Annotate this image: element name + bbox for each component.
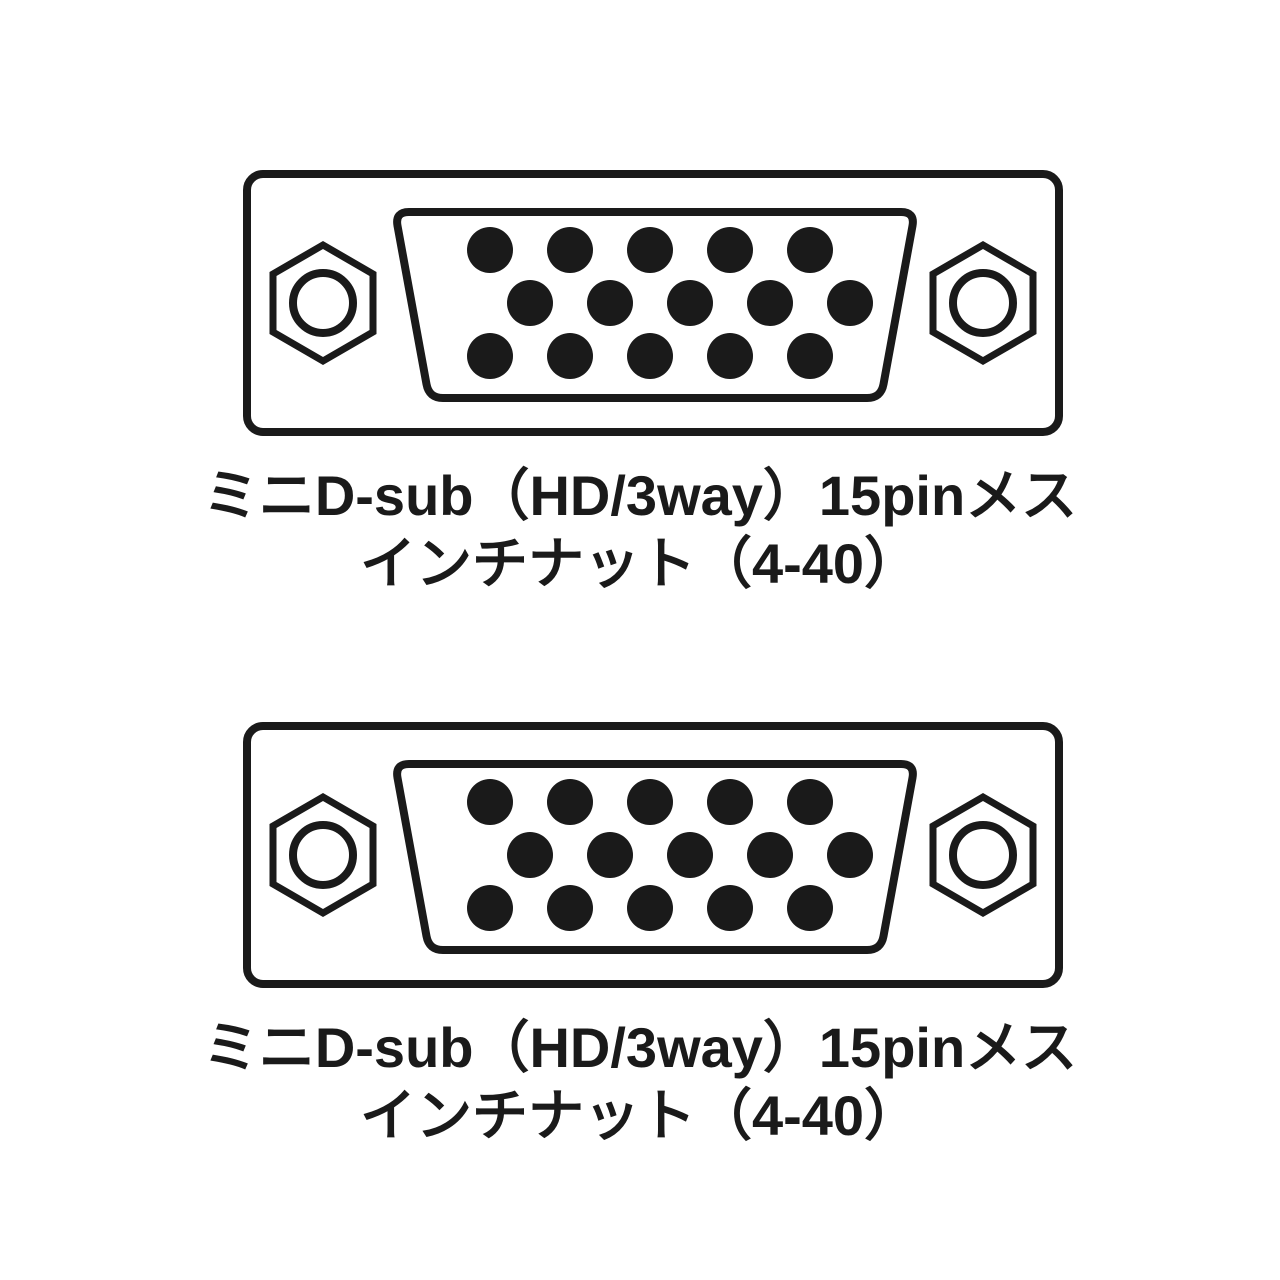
pin-icon xyxy=(667,280,713,326)
pin-icon xyxy=(587,832,633,878)
pin-icon xyxy=(547,885,593,931)
pin-icon xyxy=(707,885,753,931)
pin-field xyxy=(467,779,873,931)
pin-icon xyxy=(547,779,593,825)
pin-icon xyxy=(547,333,593,379)
pin-icon xyxy=(747,280,793,326)
connector-label-top-line1: ミニD-sub（HD/3way）15pinメス xyxy=(202,464,1078,527)
vga-connector-diagram-top xyxy=(243,170,1063,436)
pin-icon xyxy=(507,280,553,326)
pin-icon xyxy=(467,333,513,379)
pin-icon xyxy=(707,779,753,825)
dsub-shell xyxy=(393,208,917,402)
pin-icon xyxy=(707,227,753,273)
connector-label-top: ミニD-sub（HD/3way）15pinメス インチナット（4-40） xyxy=(0,462,1280,598)
pin-icon xyxy=(667,832,713,878)
dsub-shell xyxy=(393,760,917,954)
connector-label-bottom-line2: インチナット（4-40） xyxy=(359,1084,921,1147)
pin-icon xyxy=(747,832,793,878)
pin-icon xyxy=(707,333,753,379)
pin-icon xyxy=(827,832,873,878)
left-screw-hole-icon xyxy=(289,821,357,889)
right-screw-hole-icon xyxy=(949,269,1017,337)
pin-icon xyxy=(787,779,833,825)
pin-icon xyxy=(627,227,673,273)
pin-icon xyxy=(467,885,513,931)
left-screw-hole-icon xyxy=(289,269,357,337)
pin-icon xyxy=(467,227,513,273)
connector-label-top-line2: インチナット（4-40） xyxy=(359,532,921,595)
pin-field xyxy=(467,227,873,379)
right-screw-hole-icon xyxy=(949,821,1017,889)
pin-icon xyxy=(787,227,833,273)
pin-icon xyxy=(547,227,593,273)
pin-icon xyxy=(467,779,513,825)
pin-icon xyxy=(627,333,673,379)
pin-icon xyxy=(507,832,553,878)
connector-label-bottom-line1: ミニD-sub（HD/3way）15pinメス xyxy=(202,1016,1078,1079)
pin-icon xyxy=(787,333,833,379)
pin-icon xyxy=(627,779,673,825)
pin-icon xyxy=(787,885,833,931)
vga-connector-diagram-bottom xyxy=(243,722,1063,988)
connector-label-bottom: ミニD-sub（HD/3way）15pinメス インチナット（4-40） xyxy=(0,1014,1280,1150)
pin-icon xyxy=(827,280,873,326)
pin-icon xyxy=(587,280,633,326)
pin-icon xyxy=(627,885,673,931)
